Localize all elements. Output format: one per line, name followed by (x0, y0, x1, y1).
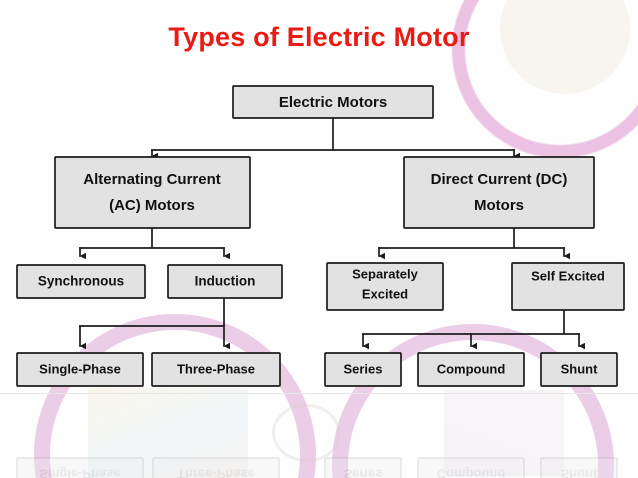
node-electric-motors[interactable]: Electric Motors (232, 85, 434, 119)
edge-root-to-children (151, 117, 515, 151)
reflection-label-series: Series (343, 467, 382, 478)
node-label-electric-motors: Electric Motors (279, 94, 387, 111)
node-label-ac-line1: Alternating Current (83, 171, 221, 188)
node-label-three-phase: Three-Phase (177, 361, 255, 376)
reflection-label-compound: Compound (437, 467, 506, 478)
node-shunt[interactable]: Shunt (540, 352, 618, 387)
reflection-label-shunt: Shunt (561, 467, 598, 478)
node-series[interactable]: Series (324, 352, 402, 387)
page-title: Types of Electric Motor (168, 22, 470, 52)
node-synchronous[interactable]: Synchronous (16, 264, 146, 299)
node-self-excited[interactable]: Self Excited (511, 262, 625, 311)
node-direct-current-motors[interactable]: Direct Current (DC) Motors (403, 156, 595, 229)
node-label-separately-excited-line2: Excited (362, 286, 408, 301)
node-label-ac-line2: (AC) Motors (109, 197, 195, 214)
node-label-compound: Compound (437, 361, 506, 376)
reflection-label-single-phase: Single-Phase (39, 467, 121, 478)
node-label-dc-line1: Direct Current (DC) (431, 171, 568, 188)
node-label-shunt: Shunt (561, 361, 598, 376)
node-single-phase[interactable]: Single-Phase (16, 352, 144, 387)
edge-ac-to-children (79, 227, 225, 249)
node-separately-excited[interactable]: Separately Excited (326, 262, 444, 311)
node-label-series: Series (343, 361, 382, 376)
node-label-dc-line2: Motors (474, 197, 524, 214)
node-three-phase[interactable]: Three-Phase (151, 352, 281, 387)
node-label-synchronous: Synchronous (38, 274, 124, 289)
node-induction[interactable]: Induction (167, 264, 283, 299)
edge-self-excited-to-children (362, 309, 580, 335)
slide-bottom-divider (0, 393, 638, 394)
node-label-induction: Induction (195, 274, 256, 289)
node-alternating-current-motors[interactable]: Alternating Current (AC) Motors (54, 156, 251, 229)
edge-dc-to-children (378, 227, 565, 249)
node-label-separately-excited-line1: Separately (352, 266, 419, 281)
edge-induction-to-children (79, 297, 225, 327)
node-label-single-phase: Single-Phase (39, 361, 121, 376)
connector-layer (79, 117, 585, 350)
node-label-self-excited: Self Excited (531, 268, 605, 283)
node-compound[interactable]: Compound (417, 352, 525, 387)
